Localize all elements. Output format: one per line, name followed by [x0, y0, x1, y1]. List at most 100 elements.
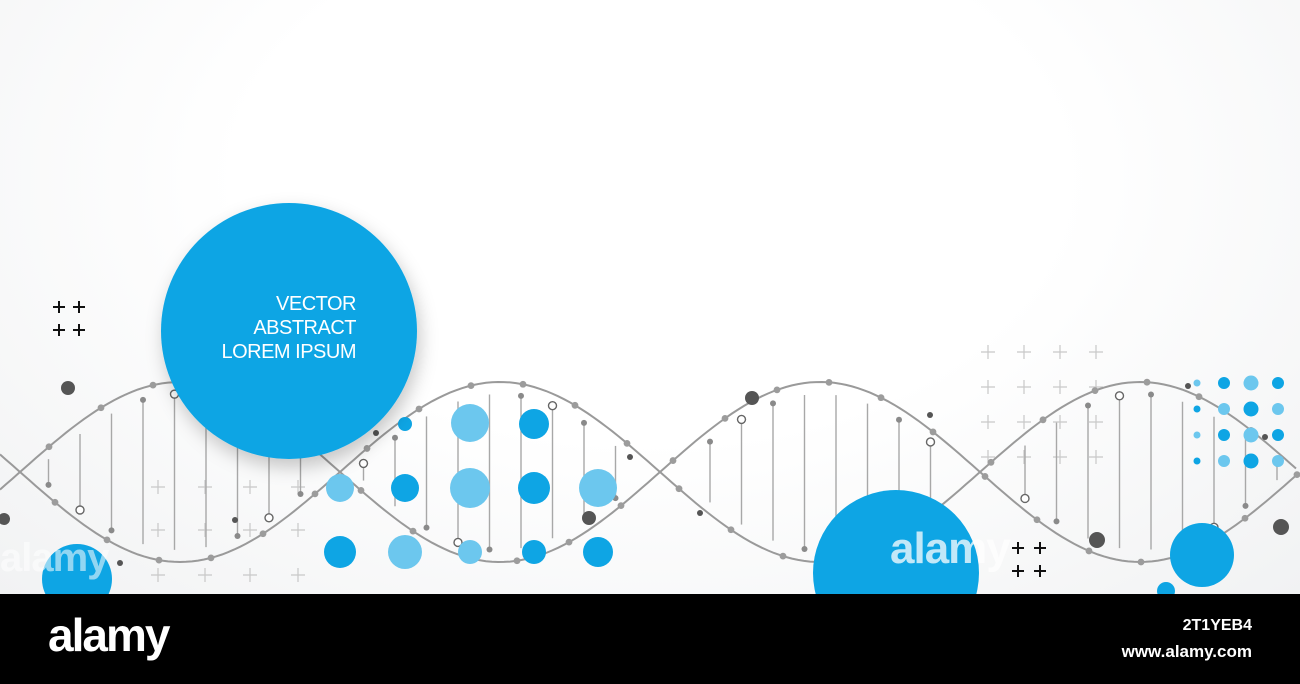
strand-bead [1033, 516, 1041, 524]
blue-dot [451, 404, 489, 442]
rung-end-ring [264, 513, 274, 523]
strand-bead [363, 445, 371, 452]
alamy-logo: alamy [48, 609, 170, 661]
blue-dot [391, 474, 419, 502]
plus-icon [198, 523, 212, 537]
strand-bead [669, 457, 677, 464]
strand-small-node [117, 560, 123, 566]
strand-bead [675, 485, 683, 493]
rung-end-dot [581, 419, 587, 426]
blue-dot [324, 536, 356, 568]
strand-bead [779, 552, 787, 560]
strand-bead [1039, 416, 1047, 424]
strand-dark-node [0, 513, 10, 525]
rung-end-dot [392, 434, 398, 441]
strand-dark-node [1089, 532, 1105, 548]
strand-bead [207, 554, 215, 562]
plus-icon [198, 480, 212, 494]
plus-icon [1089, 345, 1103, 359]
strand-bead [409, 527, 417, 535]
blue-grid-dot [1272, 403, 1284, 415]
strand-dark-node [745, 391, 759, 405]
rung-end-dot [707, 438, 713, 445]
strand-bead [1293, 471, 1300, 479]
stock-url: www.alamy.com [1121, 642, 1252, 661]
rung-end-dot [45, 481, 52, 488]
blue-dot [450, 468, 490, 508]
blue-grid-dot [1193, 431, 1201, 439]
blue-grid-dot [1243, 375, 1259, 391]
strand-small-node [1185, 383, 1191, 389]
black-plus-icon [1034, 565, 1046, 577]
rung-end-ring [358, 458, 369, 469]
strand-bead [519, 380, 527, 388]
rung-end-ring [453, 537, 463, 548]
rung-end-dot [234, 533, 241, 540]
blue-dot [518, 472, 550, 504]
strand-bead [1137, 558, 1145, 566]
black-plus-icon [73, 301, 85, 313]
plus-icon [981, 380, 995, 394]
headline-line-3: LOREM IPSUM [221, 341, 356, 363]
rung-end-ring [1020, 493, 1030, 504]
rung-end-dot [297, 491, 304, 498]
rung-end-dot [423, 524, 430, 531]
strand-small-node [927, 412, 933, 418]
black-plus-icon [1012, 542, 1024, 554]
blue-grid-dot [1218, 429, 1230, 441]
strand-bead [825, 378, 833, 386]
strand-bead [987, 458, 995, 466]
blue-dot [579, 469, 617, 507]
watermark-left: alamy [0, 536, 109, 580]
rung-end-dot [108, 527, 115, 534]
strand-bead [929, 428, 937, 436]
strand-small-node [373, 430, 379, 436]
strand-small-node [697, 510, 703, 516]
blue-grid-dot [1218, 455, 1230, 467]
dna-helix-artwork [0, 203, 1300, 594]
blue-dot [583, 537, 613, 567]
plus-icon [1017, 450, 1031, 464]
image-id: 2T1YEB4 [1182, 617, 1252, 634]
rung-end-dot [140, 396, 146, 403]
rung-end-dot [518, 392, 524, 399]
rung-end-dot [1242, 502, 1249, 509]
plus-icon [1053, 345, 1067, 359]
strand-bead [155, 556, 163, 564]
black-plus-icon [53, 324, 65, 336]
plus-icon [1089, 450, 1103, 464]
black-plus-icon [53, 301, 65, 313]
plus-icon [291, 480, 305, 494]
blue-grid-dot [1272, 429, 1284, 441]
strand-bead [357, 487, 365, 494]
rung-end-ring [547, 400, 558, 411]
strand-bead [513, 557, 521, 565]
blue-grid-dot [1243, 427, 1259, 443]
strand-small-node [1262, 434, 1268, 440]
blue-dot-edge [1157, 582, 1175, 594]
stock-info: 2T1YEB4 www.alamy.com [1122, 616, 1252, 662]
plus-icon [291, 568, 305, 582]
headline-line-1: VECTOR [276, 293, 356, 315]
plus-icon [243, 480, 257, 494]
strand-bead [981, 473, 989, 480]
blue-grid-dot [1193, 379, 1201, 387]
plus-icon [243, 523, 257, 537]
blue-dot [519, 409, 549, 439]
dna-strand-b [0, 380, 1297, 564]
strand-bead [877, 394, 885, 402]
strand-bead [1085, 547, 1093, 555]
rung-end-dot [486, 546, 493, 553]
blue-grid-dot [1243, 401, 1259, 417]
blue-dot [458, 540, 482, 564]
strand-bead [571, 401, 579, 409]
plus-icon [151, 523, 165, 537]
plus-icon [291, 523, 305, 537]
blue-grid-dot [1218, 377, 1230, 389]
blue-dot [326, 474, 354, 502]
blue-circle-center [813, 490, 979, 594]
strand-bead [721, 414, 729, 422]
plus-icon [1017, 380, 1031, 394]
black-plus-icon [73, 324, 85, 336]
rung-end-dot [1053, 518, 1060, 525]
